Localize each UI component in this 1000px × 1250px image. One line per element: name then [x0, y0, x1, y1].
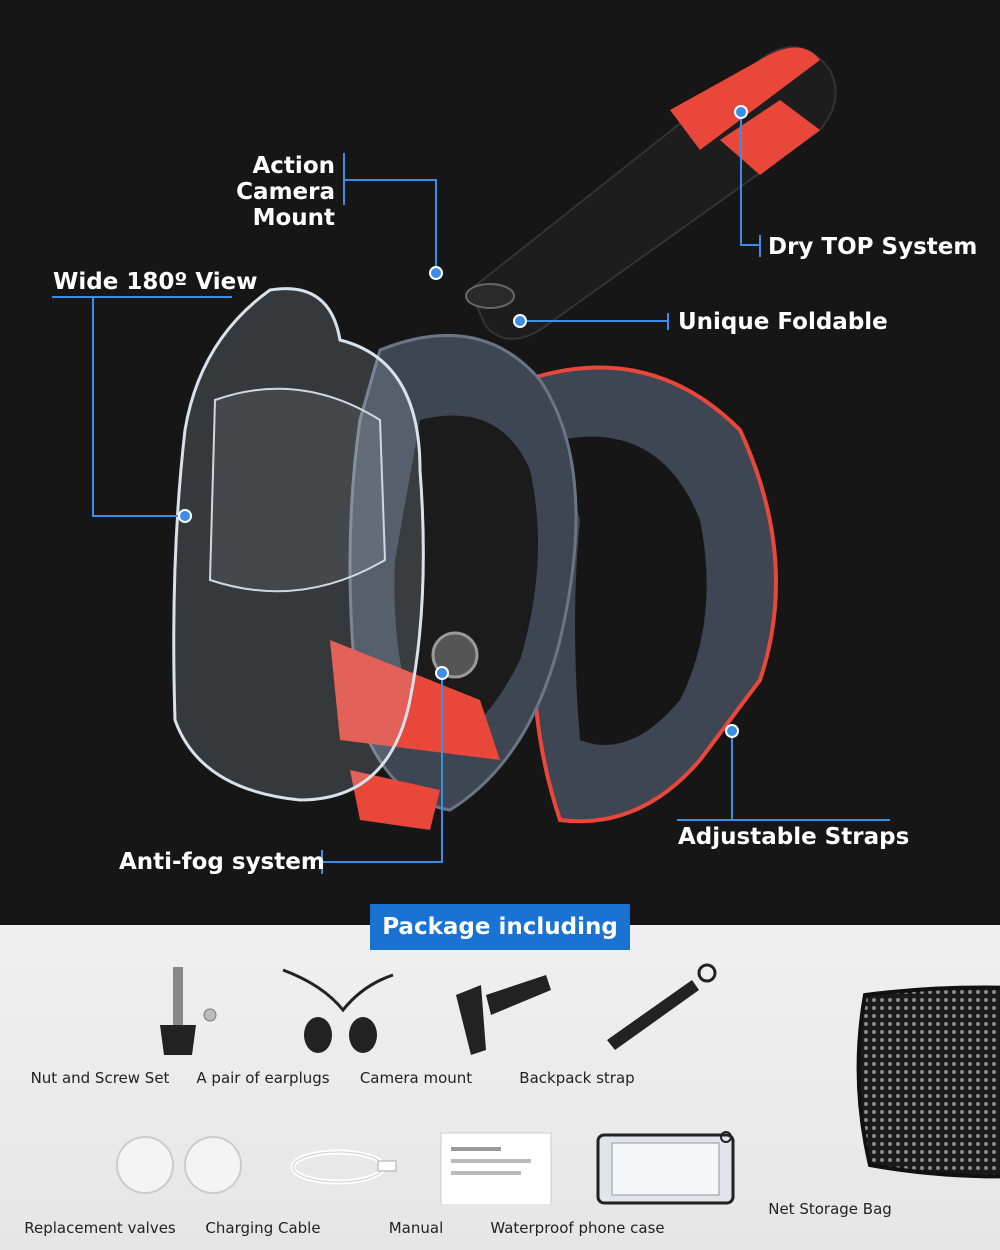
- package-item-label: Replacement valves: [24, 1219, 176, 1237]
- phone-case-icon: [596, 1131, 734, 1205]
- backpack-strap-icon: [607, 963, 717, 1050]
- package-item-backpack-strap: Backpack strap: [497, 955, 717, 1095]
- mask-illustration: [52, 46, 890, 874]
- package-item-label: Waterproof phone case: [490, 1219, 665, 1237]
- callout-anti-fog: Anti-fog system: [119, 849, 325, 875]
- manual-icon: [440, 1132, 552, 1205]
- mask-frame: [330, 333, 578, 830]
- package-item-label: Nut and Screw Set: [30, 1069, 170, 1087]
- package-item-phone-case: Waterproof phone case: [485, 1125, 734, 1245]
- package-item-camera-mount: Camera mount: [336, 955, 551, 1095]
- mask-lens: [172, 287, 425, 802]
- package-item-net-bag: Net Storage Bag: [670, 980, 1000, 1230]
- callout-dots: [178, 105, 748, 738]
- package-item-cable: Charging Cable: [183, 1125, 397, 1245]
- callout-unique-foldable: Unique Foldable: [678, 309, 888, 335]
- valves-icon: [116, 1136, 242, 1194]
- package-item-earplugs: A pair of earplugs: [183, 955, 394, 1095]
- earplugs-icon: [282, 968, 394, 1053]
- package-section: Nut and Screw Set A pair of earplugs Cam…: [0, 925, 1000, 1250]
- hero-section: Action Camera Mount Dry TOP System Wide …: [52, 46, 978, 875]
- package-item-label: Camera mount: [359, 1069, 473, 1087]
- camera-mount-icon: [456, 975, 551, 1055]
- package-item-label: Charging Cable: [205, 1219, 321, 1237]
- callout-adjustable-straps: Adjustable Straps: [678, 824, 910, 850]
- callout-dry-top-system: Dry TOP System: [768, 234, 978, 260]
- callout-wide-view: Wide 180º View: [53, 269, 258, 295]
- package-item-label: Backpack strap: [519, 1069, 635, 1087]
- net-bag-icon: [856, 985, 1000, 1179]
- package-item-manual: Manual: [336, 1125, 552, 1245]
- package-item-label: A pair of earplugs: [196, 1069, 330, 1087]
- callout-lines: [92, 112, 890, 874]
- package-item-label: Manual: [388, 1219, 444, 1237]
- snorkel-tube: [465, 46, 837, 340]
- callout-action-camera-mount: Action Camera Mount: [236, 153, 335, 231]
- package-item-label: Net Storage Bag: [768, 1200, 892, 1218]
- package-item-valves: Replacement valves: [20, 1125, 242, 1245]
- cable-icon: [290, 1149, 397, 1185]
- screw-icon: [160, 967, 217, 1055]
- package-title: Package including: [370, 904, 630, 950]
- package-item-nut-screw: Nut and Screw Set: [20, 955, 217, 1095]
